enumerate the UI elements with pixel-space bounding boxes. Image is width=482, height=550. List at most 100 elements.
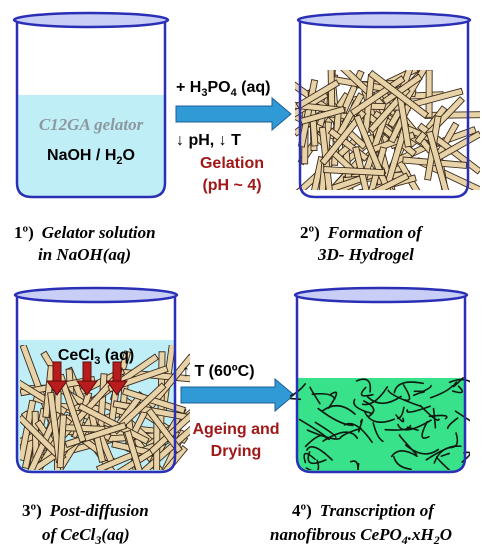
arrow-2-label-line2: Drying — [211, 443, 262, 460]
nanofiber-strand — [311, 392, 336, 400]
beaker-4-rim — [293, 286, 469, 304]
fiber — [153, 421, 161, 470]
beaker-2-rim — [296, 11, 472, 29]
nanofiber-strand — [446, 417, 459, 430]
caption-3-line1: 3º)Post-diffusion — [22, 501, 149, 520]
fiber — [147, 353, 190, 409]
fiber — [425, 70, 433, 118]
arrow-1-label-line2: (pH ~ 4) — [202, 177, 261, 194]
nanofiber-strand — [372, 422, 384, 443]
caption-4-line2: nanofibrous CePO4.xH2O — [270, 525, 452, 547]
arrow-1-label-line1: Gelation — [200, 155, 264, 172]
nanofiber-strand — [421, 420, 430, 439]
diffusion-arrow — [106, 361, 128, 396]
beaker-4 — [290, 286, 470, 474]
diffusion-arrow — [76, 361, 98, 396]
fiber — [366, 172, 410, 190]
caption-2-line1: 2º)Formation of — [300, 223, 424, 242]
nanofiber-strand — [349, 460, 359, 470]
fiber — [425, 130, 451, 190]
diffusion-arrows — [46, 361, 128, 396]
caption-2-line2: 3D- Hydrogel — [317, 245, 414, 264]
gelator-label: C12GA gelator — [39, 115, 144, 134]
fiber — [42, 364, 55, 419]
fiber — [145, 407, 183, 454]
fiber — [112, 449, 154, 470]
fiber — [319, 109, 367, 166]
nanofiber-strand — [402, 384, 411, 402]
nanofiber-strand — [314, 421, 337, 438]
nanofiber-strand — [440, 452, 451, 458]
beaker-3: CeCl3 (aq) — [13, 286, 190, 474]
nanofiber-strand — [393, 381, 425, 394]
nanofiber-strand — [435, 456, 451, 470]
nanofiber-strand — [322, 405, 356, 415]
nanofiber-strand — [306, 429, 342, 440]
arrow-1-reagent: + H3PO4 (aq) — [176, 79, 271, 99]
nanofiber-strand — [448, 378, 470, 384]
nanofiber-strand — [384, 424, 412, 431]
nanofiber-strand — [317, 407, 354, 427]
arrow-1-change: ↓ pH, ↓ T — [176, 132, 241, 149]
nanofiber-strand — [363, 410, 395, 423]
nanofiber-strand — [355, 378, 372, 393]
caption-1-line2: in NaOH(aq) — [38, 245, 131, 264]
nanofiber-strand — [413, 390, 426, 394]
hydrogel-fibers-3 — [20, 345, 190, 470]
arrow-1: + H3PO4 (aq) ↓ pH, ↓ T Gelation (pH ~ 4) — [175, 79, 292, 194]
arrow-2-label-line1: Ageing and — [192, 421, 279, 438]
beaker-4-body — [295, 297, 467, 474]
nanofiber-strand — [360, 386, 374, 397]
nanofiber-strand — [305, 459, 320, 470]
solution-4 — [297, 378, 465, 472]
beaker-3-body — [15, 297, 177, 474]
fiber — [352, 145, 377, 190]
nanofiber-strand — [353, 398, 372, 414]
nanofiber-strand — [395, 414, 405, 423]
arrow-2-condition: ↑ T (60ºC) — [182, 363, 255, 380]
arrow-2: ↑ T (60ºC) Ageing and Drying — [180, 363, 295, 460]
nanofiber-strand — [412, 384, 432, 397]
cecl3-label: CeCl3 (aq) — [58, 347, 134, 367]
fiber — [323, 166, 385, 177]
nanofiber-strand — [433, 445, 462, 464]
diffusion-arrow — [46, 361, 68, 396]
solvent-label: NaOH / H2O — [47, 147, 135, 167]
beaker-1-rim — [12, 11, 170, 29]
beaker-2-body — [298, 22, 470, 199]
nanofiber-strand — [290, 383, 307, 398]
solution-1 — [17, 95, 165, 197]
nanofiber-strand — [390, 449, 418, 458]
nanofiber-strand — [309, 386, 321, 405]
caption-1-line1: 1º)Gelator solution — [14, 223, 156, 242]
fiber — [327, 70, 336, 118]
beaker-2 — [295, 11, 480, 199]
nanofiber-strand — [367, 395, 402, 405]
caption-3-line2: of CeCl3(aq) — [42, 525, 130, 547]
nanofiber-strand — [327, 391, 338, 409]
nanofiber-strand — [397, 419, 432, 431]
nanofiber-strand — [429, 385, 454, 399]
nanofiber-strand — [454, 410, 470, 422]
nanofiber-strand — [432, 407, 437, 429]
hydrogel-fibers-2 — [295, 70, 480, 190]
fiber — [364, 146, 388, 190]
nanofiber-strand — [303, 452, 316, 464]
fiber — [56, 414, 68, 469]
nanofiber-strand — [451, 385, 464, 394]
fiber — [381, 73, 423, 106]
nanofiber-strand — [404, 444, 440, 455]
fiber — [124, 429, 152, 470]
nanofiber-strand — [387, 389, 421, 407]
nanofiber-strand — [448, 432, 459, 449]
arrow-1-shape — [175, 96, 292, 132]
nanofiber-strand — [393, 455, 412, 470]
nanofiber-strand — [363, 400, 375, 418]
nanofiber-strand — [307, 451, 327, 465]
arrow-2-shape — [180, 377, 295, 413]
fiber — [367, 70, 430, 119]
beaker-1-body — [15, 22, 167, 199]
beaker-1: C12GA gelator NaOH / H2O — [12, 11, 170, 199]
caption-4-line1: 4º)Transcription of — [292, 501, 436, 520]
